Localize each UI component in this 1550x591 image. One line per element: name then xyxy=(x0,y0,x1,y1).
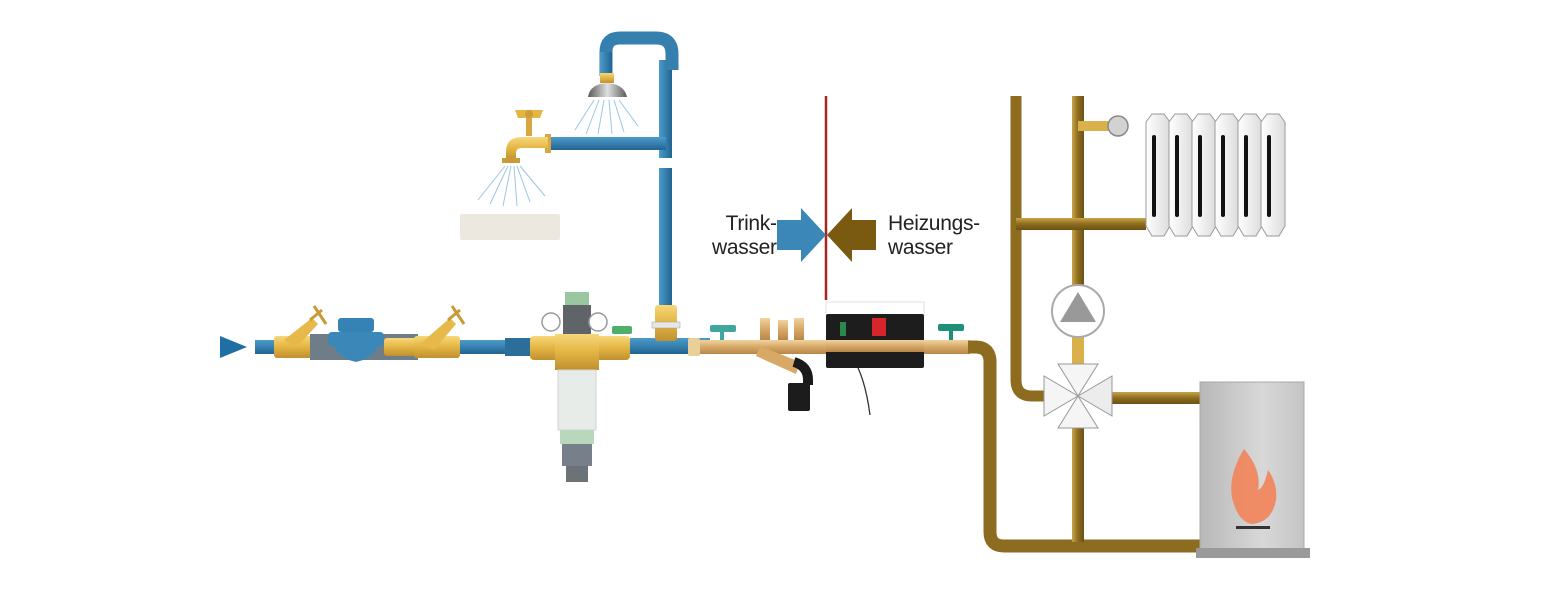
tap xyxy=(477,110,551,207)
riser-pipe-lower xyxy=(659,168,672,318)
shower-head xyxy=(574,73,639,135)
boiler xyxy=(1196,381,1310,558)
tee-fitting xyxy=(651,305,700,356)
boiler-supply-pipe xyxy=(1110,392,1205,404)
shower-pipe-bend xyxy=(599,31,679,76)
drinking-water-arrow-icon xyxy=(777,208,826,262)
burner-icon xyxy=(1236,526,1270,529)
ball-valve-handle-icon xyxy=(710,325,736,332)
radiator-slot xyxy=(1244,135,1248,217)
radiator-fin xyxy=(1237,113,1263,237)
radiator-fin xyxy=(1214,113,1240,237)
riser-pipe-upper xyxy=(659,60,672,158)
radiator-riser-pipe xyxy=(1072,428,1084,542)
radiator-fin xyxy=(1145,113,1171,237)
tap-branch-pipe xyxy=(548,137,666,150)
shower-spray xyxy=(574,99,639,135)
sink xyxy=(460,214,560,240)
pressure-gauge-right-icon xyxy=(588,312,608,332)
heating-water-arrow-icon xyxy=(827,208,876,262)
filter-pressure-reducer xyxy=(530,292,632,482)
drinking-water-label: Trink- wasser xyxy=(712,212,777,260)
main-pipe-segment xyxy=(505,338,531,356)
radiator-slot xyxy=(1152,135,1156,217)
drinking-water-label-line1: Trink- xyxy=(725,212,777,235)
radiator-return-pipe xyxy=(1016,218,1146,230)
radiator-riser-pipe xyxy=(1072,330,1084,364)
ball-valve-handle-icon xyxy=(938,324,964,331)
heating-water-label-line2: wasser xyxy=(888,236,953,259)
heating-return-pipe xyxy=(1010,96,1048,402)
shower-pipe-drop xyxy=(600,52,612,74)
tap-spray xyxy=(477,165,546,207)
radiator-slot xyxy=(1175,135,1179,217)
heating-water-label-line1: Heizungs- xyxy=(888,212,980,235)
pump-triangle-icon xyxy=(1060,292,1096,322)
radiator-slot xyxy=(1221,135,1225,217)
heating-water-network xyxy=(968,96,1205,553)
radiator-fin xyxy=(1191,113,1217,237)
radiator-fin xyxy=(1260,113,1286,237)
radiator-fin xyxy=(1168,113,1194,237)
circulation-pump xyxy=(1051,284,1105,338)
thermostat-valve-icon xyxy=(1107,115,1129,137)
shutoff-valve-outlet xyxy=(414,305,466,358)
heating-supply-pipe xyxy=(968,340,1202,553)
radiator-supply-pipe xyxy=(1078,121,1108,131)
radiator xyxy=(1107,113,1286,237)
mixing-valve xyxy=(1043,363,1113,429)
flow-direction-arrow xyxy=(220,336,247,358)
heating-water-label: Heizungs- wasser xyxy=(888,212,980,260)
radiator-riser-pipe xyxy=(1072,96,1084,292)
radiator-slot xyxy=(1267,135,1271,217)
drinking-water-label-line2: wasser xyxy=(712,236,777,259)
pressure-gauge-left-icon xyxy=(541,312,561,332)
radiator-slot xyxy=(1198,135,1202,217)
drinking-water-network xyxy=(220,31,710,358)
water-meter xyxy=(310,318,420,362)
flame-icon xyxy=(1231,449,1277,524)
system-separator xyxy=(700,301,970,416)
